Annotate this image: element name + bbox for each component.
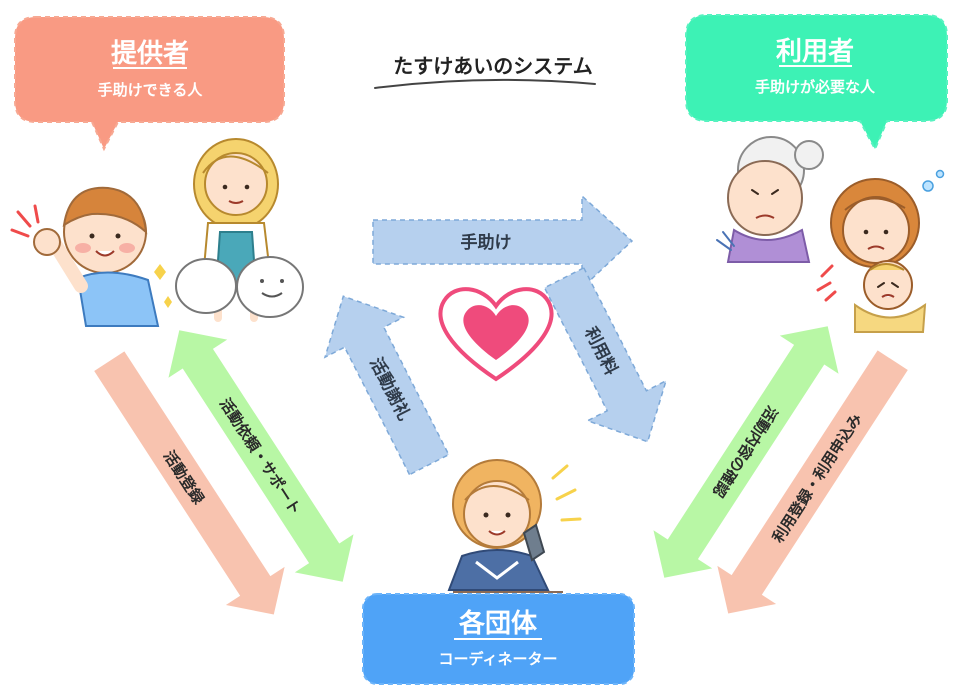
organization-box: 各団体 コーディネーター xyxy=(362,593,635,685)
user-illustration xyxy=(716,136,945,333)
diagram-title-text: たすけあいのシステム xyxy=(393,54,592,78)
organization-title: 各団体 xyxy=(458,608,538,639)
diagram-title: たすけあいのシステム xyxy=(374,54,596,89)
user-bubble: 利用者 手助けが必要な人 xyxy=(685,14,948,152)
user-title: 利用者 xyxy=(776,37,854,67)
provider-illustration xyxy=(10,138,304,327)
provider-title: 提供者 xyxy=(111,39,189,69)
organization-subtitle: コーディネーター xyxy=(439,650,558,668)
usage-fee-arrow: 利用料 xyxy=(543,266,668,443)
coordinator-illustration xyxy=(447,459,582,593)
provider-subtitle: 手助けできる人 xyxy=(98,81,204,99)
help-label: 手助け xyxy=(461,232,512,253)
heart-icon xyxy=(438,287,554,382)
help-arrow: 手助け xyxy=(372,194,634,290)
provider-bubble: 提供者 手助けできる人 xyxy=(14,16,285,152)
user-subtitle: 手助けが必要な人 xyxy=(755,78,876,96)
